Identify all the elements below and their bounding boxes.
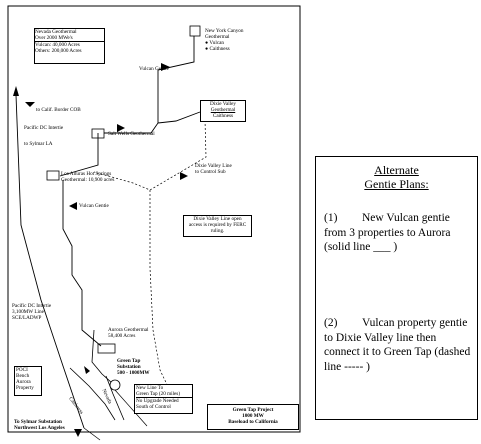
nevada-geothermal-box: Nevada Geothermal Over 2000 MWe's Vulcan… (34, 28, 105, 64)
vulcan-gentie-mid-label: Vulcan Gentie (79, 203, 109, 209)
las-alturas-label: Los Alturas Hot Springs Geothermal: 10,9… (61, 171, 115, 183)
nevada-line-4: Others: 200,000 Acres (35, 48, 82, 54)
new-york-canyon-label: New York Canyon Geothermal ● Vulcan ● Ca… (205, 28, 244, 52)
dixie-valley-box: Dixie Valley Geothermal Caithness (200, 100, 246, 122)
alternate-gentie-plans-panel: Alternate Gentie Plans: (1) New Vulcan g… (315, 156, 478, 420)
salt-wells-link (59, 133, 99, 177)
plan-item-1: (1) New Vulcan gentie from 3 properties … (324, 211, 472, 255)
green-tap-circle (109, 379, 121, 391)
poci-box: POCI Bench Aurora Property (14, 366, 42, 396)
nevada-line-2: Over 2000 MWe's (35, 35, 73, 41)
vulcan-gentie-mid-arrow (69, 202, 77, 210)
new-line-box: New Line To Green Tap (20 miles) No Upgr… (134, 384, 193, 414)
plan-item-2-text: Vulcan property gentie to Dixie Valley l… (324, 317, 471, 373)
pacific-dc-intertie-label: Pacific DC Intertie (24, 125, 64, 131)
nevada-line (105, 375, 125, 421)
caithness-bullet: Caithness (209, 46, 230, 52)
pacific-dc-intertie-line (15, 94, 85, 429)
to-sylmar-la-label: to Sylmar LA (24, 141, 53, 147)
plan-item-1-text: New Vulcan gentie from 3 properties to A… (324, 212, 451, 253)
nevada-line-3: Vulcan: 40,000 Acres (35, 42, 80, 48)
intertie-south-spur (83, 427, 101, 441)
salt-wells-arrow (117, 124, 125, 132)
pacific-dc-intertie-bottom-label: Pacific DC Intertie 3,100MW Line SCE/LAD… (12, 303, 52, 321)
vulcan-gentie-top-label: Vulcan Gentie (139, 66, 169, 72)
sylmar-arrow (74, 429, 82, 437)
aurora-marker (97, 343, 116, 354)
to-calif-border-label: to Calif. Border COB (36, 107, 81, 113)
map-lines (7, 5, 301, 441)
caithness-line (69, 367, 116, 421)
dixie-line-arrow (180, 172, 188, 180)
salt-wells-label: Salt Wells Geothermal (108, 131, 155, 137)
panel-title: Alternate Gentie Plans: (316, 163, 477, 191)
vulcan-gentie-arrow (161, 63, 170, 71)
nevada-line-1: Nevada Geothermal (35, 29, 77, 35)
panel-title-line-1: Alternate (374, 163, 419, 177)
panel-title-line-2: Gentie Plans: (364, 177, 429, 191)
intertie-arrow-north (13, 86, 19, 96)
dixie-valley-line-label: Dixie Valley Line to Control Sub (195, 163, 232, 175)
vulcan-gentie-solid-south (62, 180, 102, 347)
map-border (7, 5, 301, 433)
dixie-to-green-tap-dashed (149, 190, 173, 396)
new-york-canyon-marker (189, 25, 201, 37)
geothermal-map: Nevada Geothermal Over 2000 MWe's Vulcan… (7, 5, 301, 441)
to-sylmar-substation-label: To Sylmar Substation Northwest Los Angel… (14, 419, 65, 431)
green-tap-south-line (114, 389, 148, 427)
plan-item-1-number: (1) (324, 212, 338, 224)
plan-item-2-number: (2) (324, 317, 338, 329)
dixie-spur (157, 111, 201, 124)
vulcan-gentie-solid-north (104, 36, 195, 134)
green-tap-substation-label: Green Tap Substation 500 - 1000MW (117, 358, 150, 376)
las-alturas-marker (46, 170, 60, 181)
aurora-label: Aurora Geothermal 58,400 Acres (108, 327, 149, 339)
calif-border-arrow (25, 102, 35, 107)
ferc-note-box: Dixie Valley Line open access is require… (183, 215, 252, 237)
plan-item-2: (2) Vulcan property gentie to Dixie Vall… (324, 316, 472, 374)
vulcan-bullet: Vulcan (209, 40, 225, 46)
green-tap-project-box: Green Tap Project 1000 MW Baseload to Ca… (207, 404, 299, 430)
green-tap-arrow (84, 366, 90, 374)
